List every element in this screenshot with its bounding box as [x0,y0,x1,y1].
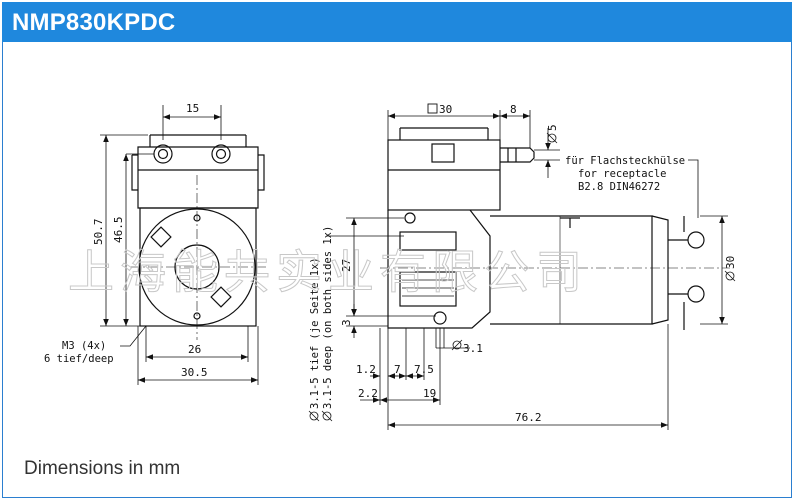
side-nozzle [500,147,535,163]
note-m3-line1: M3 (4x) [62,340,106,352]
dia5-slash [546,132,558,144]
front-port-right-inner [215,148,227,160]
side-screw-top [404,212,416,224]
front-head-block [137,146,259,209]
side-motor [490,215,653,325]
dim-label-26: 26 [188,343,201,356]
note-depth-line2-group: 3.1-5 deep (on both sides 1x) [321,226,334,422]
dim-label-sq30: 30 [439,103,452,116]
dim-label-dia5: 5 [546,124,559,131]
dim-label-46-5: 46.5 [112,217,125,244]
side-body [387,209,491,329]
dim-label-19: 19 [423,387,436,400]
side-screw-bottom [433,311,447,325]
side-dimension-lines [326,110,728,430]
side-terminal-bottom [687,285,705,303]
dim-label-dia30: 30 [724,256,737,269]
dim-dia5-group: 5 [546,124,559,144]
note-m3-line2: 6 tief/deep [44,353,114,365]
note-flach-line2: for receptacle [578,168,667,180]
note-depth-line1: 3.1-5 tief (je Seite 1x) [309,257,321,409]
note-flach-line3: B2.8 DIN46272 [578,181,660,193]
flach-leader [688,159,699,218]
watermark: 上海能共实业有限公司 [68,245,588,299]
dim-label-50-7: 50.7 [92,219,105,246]
dim-label-8: 8 [510,103,517,116]
side-logo-plate [399,231,457,251]
m3-leader [120,325,147,347]
note-depth-line2: 3.1-5 deep (on both sides 1x) [322,226,334,409]
front-dimension-lines [100,105,259,385]
dim-label-1-2: 1.2 [356,363,376,376]
front-terminal-right [210,286,232,308]
dia3_1-slash [451,339,463,351]
dim-label-15: 15 [186,102,199,115]
side-terminal-top [687,231,705,249]
side-motor-cap [651,215,669,325]
side-top-cap [399,127,489,140]
title-bar: NMP830KPDC [2,2,792,42]
dim-label-7-5: 7.5 [414,363,434,376]
side-view [380,127,730,330]
depth2-dia-slash [321,410,333,422]
dim-label-76-2: 76.2 [515,411,542,424]
side-motor-mark [560,217,580,228]
front-side-tabs [131,154,265,191]
front-port-left-outer [153,144,173,164]
dim-dia30-group: 30 [724,256,737,282]
square-symbol [427,103,438,114]
dia30-symbol [725,271,735,281]
note-flach-line1: für Flachsteckhülse [565,155,685,167]
note-depth-line1-group: 3.1-5 tief (je Seite 1x) [308,257,321,422]
front-view [130,134,266,340]
dim-label-2-2: 2.2 [358,387,378,400]
side-fin-plate [399,271,457,307]
front-terminal-left [150,226,172,248]
side-head [387,139,501,211]
dim-label-7: 7 [394,363,401,376]
depth1-dia-symbol [309,411,319,421]
depth1-dia-slash [308,410,320,422]
dim-dia3_1-group: 3.1 [451,339,483,355]
front-top-cap [149,134,247,147]
dim-label-3: 3 [340,319,353,326]
front-port-left-inner [157,148,169,160]
dim-label-27: 27 [340,259,353,272]
depth2-dia-symbol [322,411,332,421]
side-head-window [431,143,455,163]
page-title: NMP830KPDC [12,9,176,36]
front-port-right-outer [211,144,231,164]
dim-label-30-5: 30.5 [181,366,208,379]
units-caption: Dimensions in mm [24,458,181,479]
dia5-symbol [547,133,557,143]
dia30-slash [724,270,736,282]
dim-label-dia3-1: 3.1 [463,342,483,355]
dia3_1-symbol [452,340,462,350]
